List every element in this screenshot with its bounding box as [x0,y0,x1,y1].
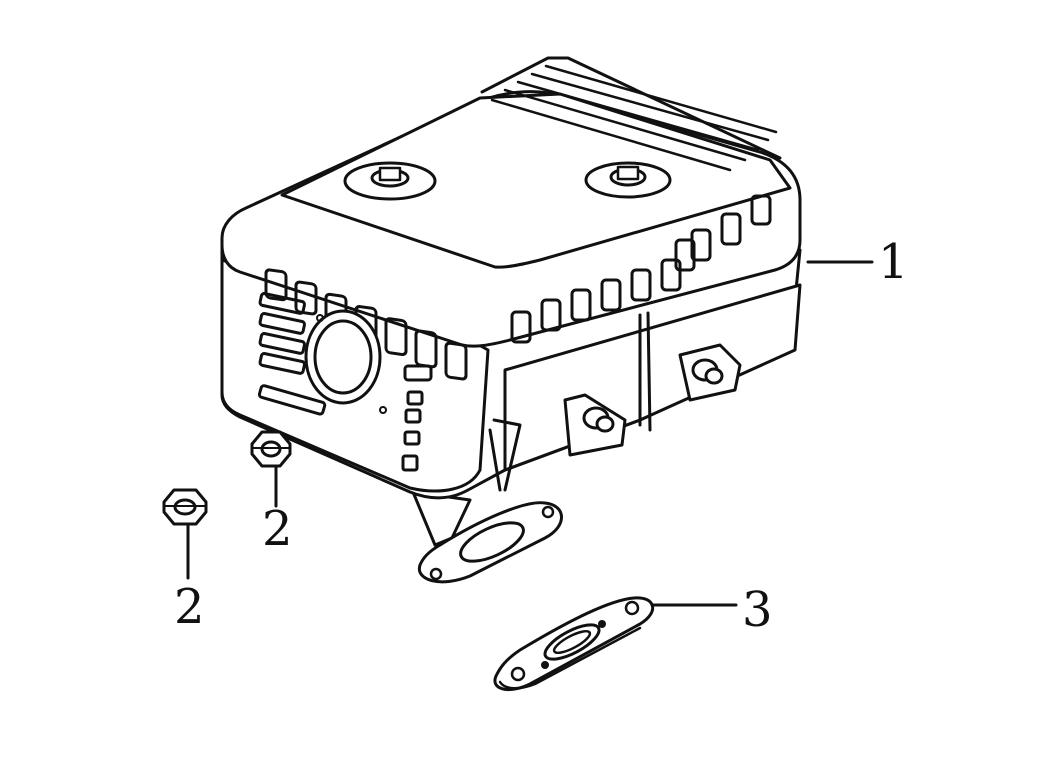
nut-upper [250,430,292,468]
front-vent-slots [257,292,433,472]
nut-lower [162,488,208,526]
gasket [493,596,654,692]
side-bolt-front [563,393,627,457]
exhaust-flange [411,490,563,584]
callout-1: 1 [878,234,909,290]
muffler-assembly [220,56,802,584]
side-bolt-rear [678,343,742,402]
callout-2-lower: 2 [174,579,205,635]
callout-2-upper: 2 [262,501,293,557]
front-outlet [304,309,387,414]
top-bolt-left [343,161,437,201]
side-lid-louvers [510,194,772,344]
callout-3: 3 [742,582,773,638]
top-bolt-right [584,161,672,199]
leader-lines [186,260,874,607]
